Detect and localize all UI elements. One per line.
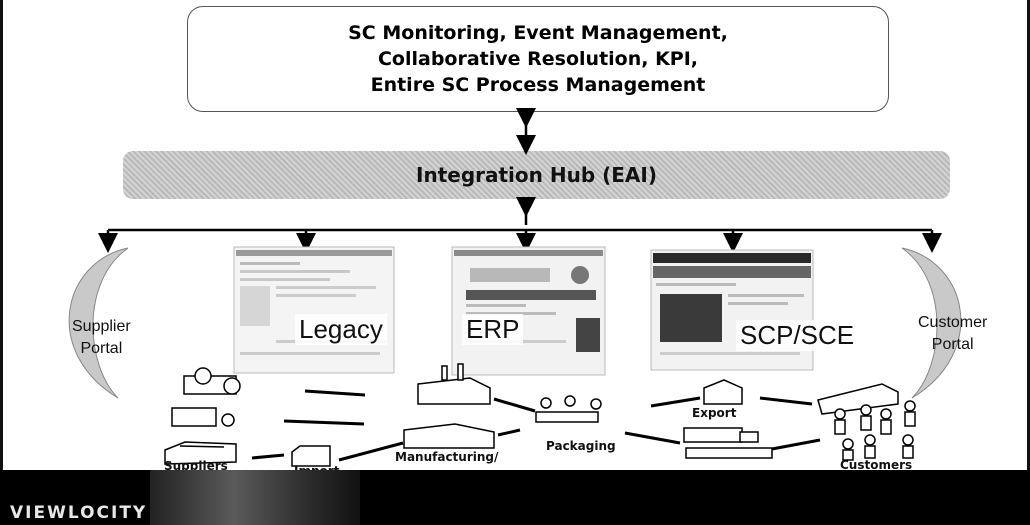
sc-management-line-3: Entire SC Process Management (370, 74, 706, 96)
customer-portal-label: Customer Portal (918, 312, 987, 356)
export-label: Export (692, 406, 737, 420)
supplier-portal-line-2: Portal (80, 340, 123, 357)
distribution-center-icon (817, 383, 899, 415)
legacy-screenshot (233, 246, 395, 374)
customer-portal-crescent (901, 247, 962, 399)
truck-icon (683, 427, 773, 459)
supplier-portal-label: Supplier Portal (72, 316, 131, 360)
suppliers-label: Suppliers (164, 459, 228, 473)
customer-portal-line-1: Customer (918, 314, 988, 331)
erp-screenshot (451, 246, 606, 376)
sc-management-line-1: SC Monitoring, Event Management, (348, 22, 728, 44)
hub-distribution-lines (98, 197, 942, 253)
scp-sce-screenshot (650, 249, 814, 371)
supply-chain-flow-lines (251, 389, 821, 462)
scp-sce-label: SCP/SCE (736, 320, 859, 351)
sc-management-line-2: Collaborative Resolution, KPI, (377, 48, 699, 70)
footer-banner: VIEWLOCITY (0, 470, 1030, 525)
supplier-portal-line-1: Supplier (72, 318, 131, 335)
supplier-portal-crescent (68, 247, 129, 399)
factory-icon (403, 363, 495, 449)
customers-people-icon (834, 400, 916, 461)
manufacturing-label: Manufacturing/ (395, 450, 499, 464)
customer-portal-line-2: Portal (931, 336, 974, 353)
packaging-workers-icon (535, 395, 602, 423)
footer-photo (150, 470, 360, 525)
packaging-label: Packaging (546, 439, 616, 453)
integration-hub-bar: Integration Hub (EAI) (123, 151, 950, 199)
integration-hub-label: Integration Hub (EAI) (416, 163, 657, 187)
sc-management-box: SC Monitoring, Event Management, Collabo… (187, 6, 889, 112)
customers-label: Customers (840, 458, 913, 472)
farm-machinery-icon (171, 367, 241, 427)
import-building-icon (291, 445, 331, 467)
left-border (0, 0, 3, 470)
erp-label: ERP (462, 314, 524, 345)
diagram-graphics (68, 108, 962, 467)
export-warehouse-icon (703, 379, 743, 405)
right-border (1027, 0, 1030, 470)
viewlocity-logo: VIEWLOCITY (10, 503, 148, 523)
supplier-warehouse-icon (164, 441, 237, 465)
legacy-label: Legacy (295, 314, 387, 345)
